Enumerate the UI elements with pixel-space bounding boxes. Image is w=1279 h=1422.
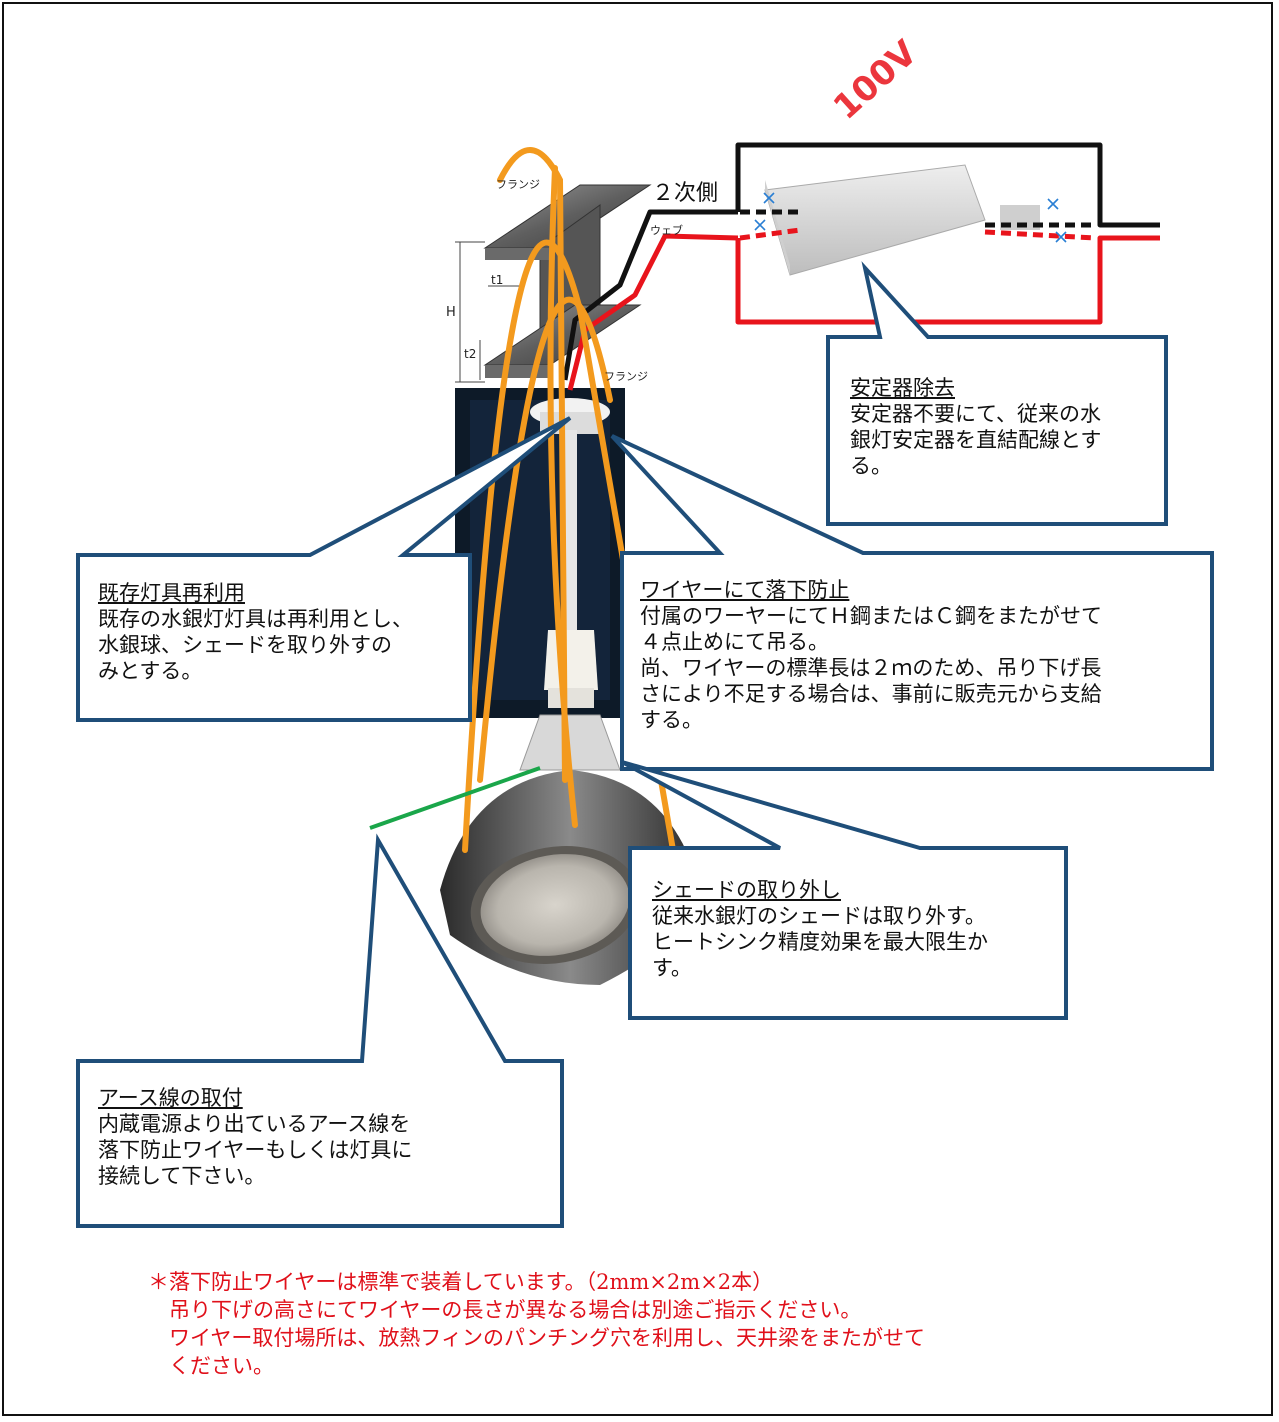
callout-reuse-box xyxy=(76,416,572,722)
callout-earth-line: 接続して下さい。 xyxy=(98,1164,266,1188)
callout-shade-box xyxy=(621,760,1068,1020)
callout-reuse-line: 水銀球、シェードを取り外すの xyxy=(98,633,392,657)
callout-shade-line: 従来水銀灯のシェードは取り外す。 xyxy=(652,904,986,928)
callout-wire: ワイヤーにて落下防止 付属のワーヤーにてＨ鋼またはＣ鋼をまたがせて ４点止めにて… xyxy=(640,577,1102,733)
callout-ballast-line: 銀灯安定器を直結配線とす xyxy=(850,428,1102,452)
callout-reuse-line: 既存の水銀灯灯具は再利用とし、 xyxy=(98,607,413,631)
callout-earth-line: 内蔵電源より出ているアース線を xyxy=(98,1112,411,1136)
note-line: ください。 xyxy=(148,1354,274,1378)
callout-wire-line: ４点止めにて吊る。 xyxy=(640,630,829,654)
callout-reuse-line: みとする。 xyxy=(98,659,203,683)
dim-t2-label: t2 xyxy=(464,347,477,361)
callout-shade-line: ヒートシンク精度効果を最大限生か xyxy=(652,930,988,954)
callout-shade-title: シェードの取り外し xyxy=(652,878,841,902)
wiring xyxy=(562,142,1160,391)
callout-wire-box xyxy=(610,434,1214,771)
note-line: ワイヤー取付場所は、放熱フィンのパンチング穴を利用し、天井梁をまたがせて xyxy=(148,1326,925,1350)
cut-marks xyxy=(754,192,1067,243)
callout-reuse: 既存灯具再利用 既存の水銀灯灯具は再利用とし、 水銀球、シェードを取り外すの み… xyxy=(98,580,413,684)
dim-h-label: H xyxy=(446,305,456,320)
callout-reuse-title: 既存灯具再利用 xyxy=(98,581,245,605)
callout-wire-title: ワイヤーにて落下防止 xyxy=(640,578,850,602)
callout-shade: シェードの取り外し 従来水銀灯のシェードは取り外す。 ヒートシンク精度効果を最大… xyxy=(652,877,988,981)
callout-ballast: 安定器除去 安定器不要にて、従来の水 銀灯安定器を直結配線とす る。 xyxy=(850,375,1101,479)
web-label: ウェブ xyxy=(650,224,683,237)
callout-wire-line: 付属のワーヤーにてＨ鋼またはＣ鋼をまたがせて xyxy=(640,604,1102,628)
note-line: 吊り下げの高さにてワイヤーの長さが異なる場合は別途ご指示ください。 xyxy=(148,1298,862,1322)
dim-t1-label: t1 xyxy=(491,273,504,287)
callout-ballast-title: 安定器除去 xyxy=(850,376,955,400)
safety-wires xyxy=(462,147,676,853)
callout-shade-line: す。 xyxy=(652,956,692,980)
callout-wire-line: する。 xyxy=(640,708,703,732)
callout-ballast-line: る。 xyxy=(850,454,892,478)
secondary-side-label: ２次側 xyxy=(652,181,719,206)
flange-top-label: フランジ xyxy=(496,178,540,191)
callout-earth-title: アース線の取付 xyxy=(98,1086,243,1110)
earth-wire xyxy=(369,766,541,830)
callout-earth-box xyxy=(76,833,564,1228)
callout-wire-line: 尚、ワイヤーの標準長は２ｍのため、吊り下げ長 xyxy=(640,656,1102,680)
flange-bottom-label: フランジ xyxy=(604,370,648,383)
note-line: ＊落下防止ワイヤーは標準で装着しています。（2mm×2m×2本） xyxy=(148,1270,774,1294)
callout-earth-line: 落下防止ワイヤーもしくは灯具に xyxy=(98,1138,413,1162)
callout-wire-line: さにより不足する場合は、事前に販売元から支給 xyxy=(640,682,1102,706)
callout-ballast-box xyxy=(826,261,1168,526)
callout-earth: アース線の取付 内蔵電源より出ているアース線を 落下防止ワイヤーもしくは灯具に … xyxy=(98,1085,412,1189)
callout-ballast-line: 安定器不要にて、従来の水 xyxy=(850,402,1101,426)
ballast-box xyxy=(764,164,1040,276)
installation-note: ＊落下防止ワイヤーは標準で装着しています。（2mm×2m×2本） 吊り下げの高さ… xyxy=(148,1268,1148,1380)
